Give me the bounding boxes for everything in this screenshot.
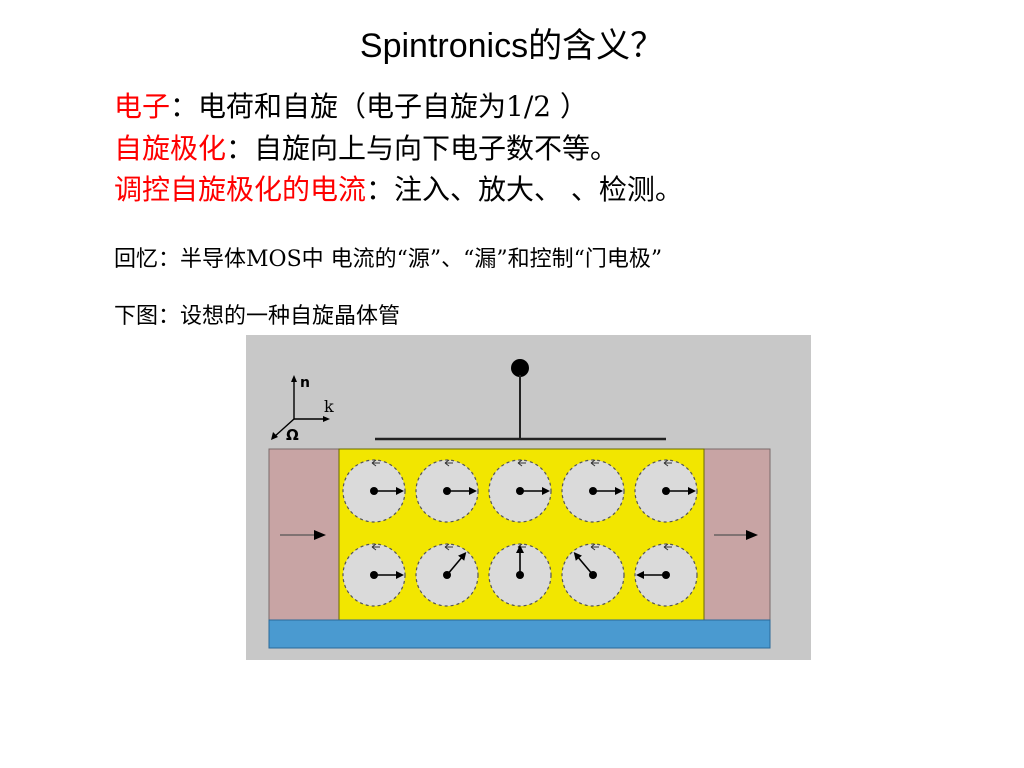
spin-transistor-figure: n k Ω bbox=[246, 335, 811, 660]
desc-electron: ：电荷和自旋（电子自旋为1/2 ） bbox=[170, 90, 588, 123]
electron-dot bbox=[370, 487, 378, 495]
precession-direction-mark bbox=[663, 543, 672, 551]
precession-direction-mark bbox=[444, 459, 453, 467]
spin-circle-top-2 bbox=[415, 459, 479, 523]
axis-n-arrowhead bbox=[291, 375, 297, 382]
axis-label-n: n bbox=[300, 375, 310, 391]
spin-circles bbox=[342, 459, 698, 607]
spin-circle-bottom-3 bbox=[488, 543, 552, 607]
precession-direction-mark bbox=[371, 543, 380, 551]
source-arrowhead bbox=[314, 530, 326, 540]
line-electron: 电子：电荷和自旋（电子自旋为1/2 ） bbox=[114, 88, 588, 126]
substrate-layer bbox=[268, 619, 771, 649]
gate-electrode bbox=[375, 359, 666, 441]
precession-direction-mark bbox=[663, 459, 672, 467]
precession-direction-mark bbox=[444, 543, 453, 551]
drain-current-arrow bbox=[714, 530, 758, 540]
precession-direction-mark bbox=[590, 543, 599, 551]
term-electron: 电子 bbox=[114, 90, 171, 123]
slide-title: Spintronics的含义？ bbox=[359, 27, 665, 65]
line-spin-current: 调控自旋极化的电流：注入、放大、 、检测。 bbox=[114, 171, 683, 209]
electron-dot bbox=[516, 487, 524, 495]
spin-vector-arrowhead bbox=[615, 487, 623, 495]
electron-dot bbox=[443, 571, 451, 579]
electron-dot bbox=[589, 487, 597, 495]
source-current-arrow bbox=[280, 530, 326, 540]
spin-vector-arrowhead bbox=[636, 571, 644, 579]
axis-omega-line bbox=[273, 418, 295, 438]
desc-spin-polarization: ：自旋向上与向下电子数不等。 bbox=[226, 132, 619, 165]
spin-circle-bottom-4 bbox=[561, 543, 625, 607]
spin-transistor-diagram: n k Ω bbox=[246, 335, 811, 660]
spin-circle-bottom-2 bbox=[415, 543, 479, 607]
spin-circle-top-4 bbox=[561, 459, 625, 523]
electron-dot bbox=[662, 571, 670, 579]
precession-direction-mark bbox=[517, 459, 526, 467]
axis-label-k: k bbox=[324, 397, 334, 416]
electron-dot bbox=[370, 571, 378, 579]
precession-direction-mark bbox=[590, 459, 599, 467]
spin-vector-line bbox=[575, 554, 594, 576]
spin-vector-arrowhead bbox=[396, 571, 404, 579]
axis-omega-arrowhead bbox=[271, 432, 278, 440]
spin-vector-arrowhead bbox=[469, 487, 477, 495]
spin-circle-bottom-1 bbox=[342, 543, 406, 607]
spin-vector-arrowhead bbox=[573, 552, 582, 561]
spin-vector-arrowhead bbox=[688, 487, 696, 495]
spin-vector-line bbox=[446, 554, 465, 576]
electron-dot bbox=[662, 487, 670, 495]
precession-direction-mark bbox=[371, 459, 380, 467]
term-spin-polarization: 自旋极化 bbox=[114, 132, 227, 165]
spin-vector-arrowhead bbox=[396, 487, 404, 495]
electron-dot bbox=[589, 571, 597, 579]
figure-caption: 下图：设想的一种自旋晶体管 bbox=[114, 304, 401, 329]
axis-triad bbox=[271, 375, 330, 440]
spin-vector-arrowhead bbox=[542, 487, 550, 495]
drain-arrowhead bbox=[746, 530, 758, 540]
gate-terminal-dot bbox=[511, 359, 529, 377]
spin-vector-arrowhead bbox=[516, 545, 524, 553]
recall-text: 回忆：半导体MOS中 电流的“源”、“漏”和控制“门电极” bbox=[114, 247, 663, 272]
spin-circle-top-1 bbox=[342, 459, 406, 523]
line-spin-polarization: 自旋极化：自旋向上与向下电子数不等。 bbox=[114, 130, 618, 168]
spin-circle-top-3 bbox=[488, 459, 552, 523]
axis-k-arrowhead bbox=[323, 416, 330, 422]
term-spin-current: 调控自旋极化的电流 bbox=[114, 173, 367, 206]
spin-circle-bottom-5 bbox=[634, 543, 698, 607]
electron-dot bbox=[443, 487, 451, 495]
spin-vector-arrowhead bbox=[458, 552, 467, 561]
electron-dot bbox=[516, 571, 524, 579]
spin-circle-top-5 bbox=[634, 459, 698, 523]
axis-label-omega: Ω bbox=[286, 426, 299, 444]
desc-spin-current: ：注入、放大、 、检测。 bbox=[366, 173, 683, 206]
